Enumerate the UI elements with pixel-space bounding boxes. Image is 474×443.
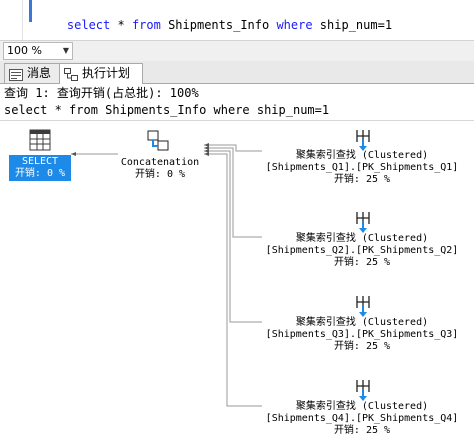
divider: [0, 120, 474, 121]
concatenation-node[interactable]: Concatenation 开销: 0 %: [112, 157, 208, 181]
tab-label: 执行计划: [82, 66, 131, 80]
execution-plan-pane: 查询 1: 查询开销(占总批): 100% select * from Ship…: [0, 84, 474, 443]
index-seek-node-q4[interactable]: 聚集索引查找 (Clustered) [Shipments_Q4].[PK_Sh…: [262, 401, 462, 437]
node-cost: 开销: 25 %: [333, 341, 391, 352]
query-editor[interactable]: select * from Shipments_Info where ship_…: [0, 0, 474, 40]
index-seek-node-q2[interactable]: 聚集索引查找 (Clustered) [Shipments_Q2].[PK_Sh…: [262, 233, 462, 269]
node-object: [Shipments_Q2].[PK_Shipments_Q2]: [265, 245, 459, 256]
node-object: [Shipments_Q3].[PK_Shipments_Q3]: [265, 329, 459, 340]
plan-arrowheads: [71, 143, 209, 156]
node-name: SELECT: [21, 156, 59, 167]
clustered-index-seek-icon: [356, 296, 370, 317]
sql-token: where: [276, 18, 313, 32]
node-operator: 聚集索引查找 (Clustered): [295, 401, 429, 412]
editor-sql-line[interactable]: select * from Shipments_Info where ship_…: [38, 1, 392, 49]
query-cost-header: 查询 1: 查询开销(占总批): 100%: [4, 86, 199, 100]
results-tab-strip: 消息 执行计划: [0, 61, 474, 84]
sql-token: ship_num=1: [312, 18, 393, 32]
node-cost: 开销: 25 %: [333, 174, 391, 185]
node-name: Concatenation: [120, 157, 200, 168]
chevron-down-icon[interactable]: ▼: [62, 46, 69, 55]
clustered-index-seek-icon: [356, 212, 370, 233]
sql-token: Shipments_Info: [160, 18, 277, 32]
clustered-index-seek-icon: [356, 380, 370, 401]
plan-connector: [204, 147, 262, 238]
zoom-dropdown[interactable]: 100 % ▼: [3, 42, 73, 60]
node-cost: 开销: 25 %: [333, 425, 391, 436]
execution-plan-icon: [64, 68, 78, 87]
editor-change-bar: [29, 0, 32, 22]
node-cost: 开销: 0 %: [14, 168, 66, 179]
plan-connectors: [204, 144, 262, 407]
sql-token: select: [66, 18, 111, 32]
tab-label: 消息: [27, 66, 52, 80]
plan-connector: [204, 153, 262, 407]
zoom-bar: 100 % ▼: [0, 40, 474, 62]
concatenation-icon: [147, 130, 169, 151]
node-object: [Shipments_Q1].[PK_Shipments_Q1]: [265, 162, 459, 173]
sql-token: *: [110, 18, 132, 32]
node-object: [Shipments_Q4].[PK_Shipments_Q4]: [265, 413, 459, 424]
query-text: select * from Shipments_Info where ship_…: [4, 103, 330, 117]
editor-gutter: [0, 0, 23, 40]
tab-messages[interactable]: 消息: [4, 63, 60, 83]
node-operator: 聚集索引查找 (Clustered): [295, 233, 429, 244]
index-seek-node-q3[interactable]: 聚集索引查找 (Clustered) [Shipments_Q3].[PK_Sh…: [262, 317, 462, 353]
messages-icon: [9, 68, 23, 87]
index-seek-node-q1[interactable]: 聚集索引查找 (Clustered) [Shipments_Q1].[PK_Sh…: [262, 150, 462, 186]
node-operator: 聚集索引查找 (Clustered): [295, 150, 429, 161]
tab-execution-plan[interactable]: 执行计划: [59, 63, 143, 84]
node-operator: 聚集索引查找 (Clustered): [295, 317, 429, 328]
clustered-index-seek-icon: [356, 130, 370, 151]
select-result-icon: [29, 129, 51, 151]
select-node[interactable]: SELECT 开销: 0 %: [9, 155, 71, 181]
zoom-value: 100 %: [7, 44, 42, 57]
node-cost: 开销: 0 %: [134, 169, 186, 180]
node-cost: 开销: 25 %: [333, 257, 391, 268]
plan-connector: [204, 144, 262, 152]
sql-token: from: [131, 18, 161, 32]
plan-connector: [204, 150, 262, 323]
plan-diagram: [29, 129, 370, 407]
